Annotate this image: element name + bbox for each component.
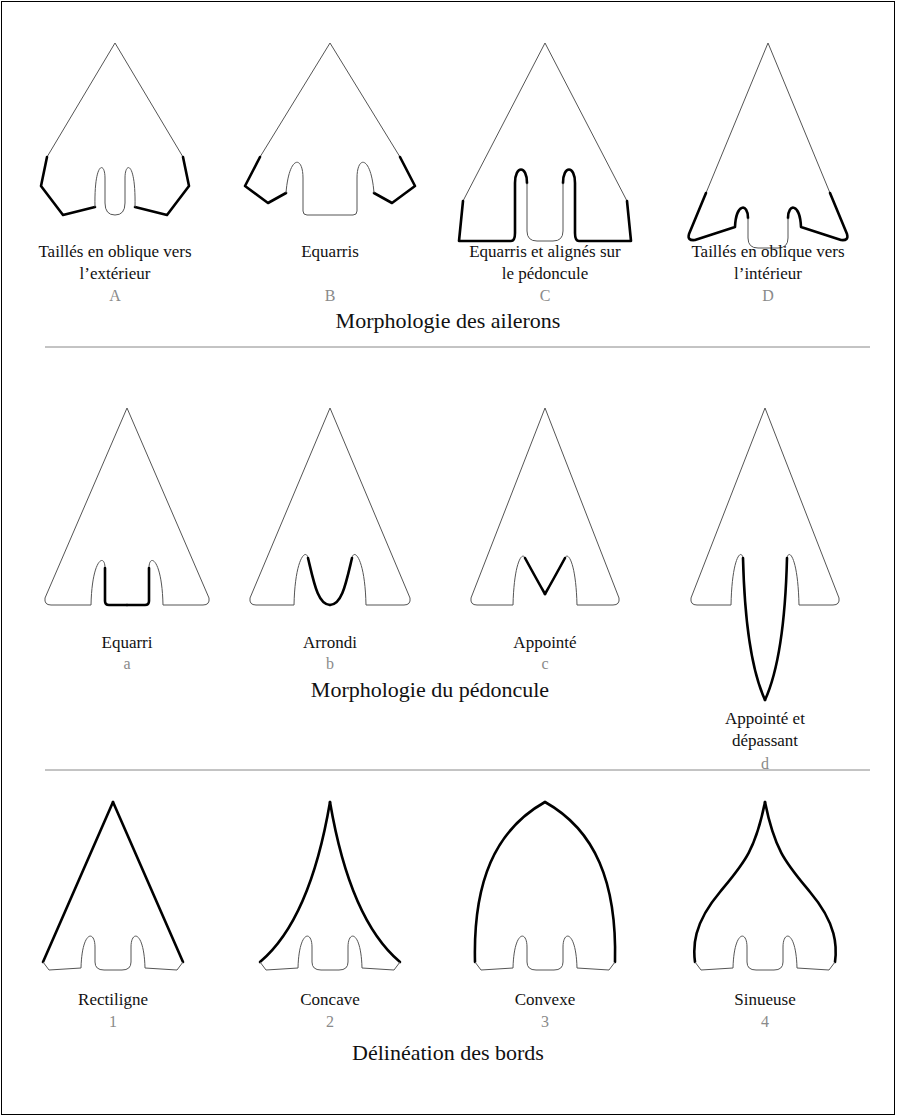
arrowhead-1: [43, 802, 183, 970]
figure-label: Rectiligne: [78, 989, 148, 1011]
arrowhead-3: [475, 802, 615, 970]
figure-label: Convexe: [515, 989, 575, 1011]
figure-label: Equarri: [102, 632, 153, 654]
section-heading: Morphologie du pédoncule: [311, 677, 549, 703]
figure-label: Taillés en oblique vers l’extérieur: [35, 241, 195, 285]
section-heading: Morphologie des ailerons: [336, 308, 561, 334]
figure-label: Arrondi: [303, 632, 357, 654]
figure-letter: c: [541, 653, 548, 675]
figure-label: Appointé: [513, 632, 576, 654]
arrowhead-2: [260, 802, 400, 970]
arrowhead-b: [250, 408, 410, 605]
figure-number: 4: [761, 1011, 769, 1033]
section-heading: Délinéation des bords: [352, 1040, 544, 1066]
figure-letter: d: [761, 753, 769, 775]
figure-number: 1: [109, 1011, 117, 1033]
arrowhead-A: [41, 43, 189, 215]
arrowhead-D: [689, 43, 848, 248]
figure-label: Concave: [300, 989, 359, 1011]
figure-letter: B: [325, 285, 336, 307]
figure-label: Taillés en oblique vers l’intérieur: [688, 241, 848, 285]
arrowhead-c: [471, 408, 619, 605]
figure-letter: A: [109, 285, 121, 307]
figure-label: Appointé et dépassant: [722, 708, 808, 752]
figure-letter: C: [540, 285, 551, 307]
figure-letter: b: [326, 653, 334, 675]
separator: [45, 347, 870, 348]
figure-label: Sinueuse: [734, 989, 795, 1011]
arrowhead-a: [45, 408, 209, 605]
figure-number: 3: [541, 1011, 549, 1033]
figure-letter: D: [762, 285, 774, 307]
arrowhead-B: [245, 43, 415, 215]
figure-label: Equarris: [301, 241, 359, 263]
separator: [45, 770, 870, 771]
arrowhead-C: [459, 43, 631, 241]
figure-label: Equarris et alignés sur le pédoncule: [465, 241, 625, 285]
arrowhead-4: [694, 802, 836, 970]
arrowhead-d: [691, 408, 839, 700]
figure-number: 2: [326, 1011, 334, 1033]
figure-letter: a: [123, 653, 130, 675]
